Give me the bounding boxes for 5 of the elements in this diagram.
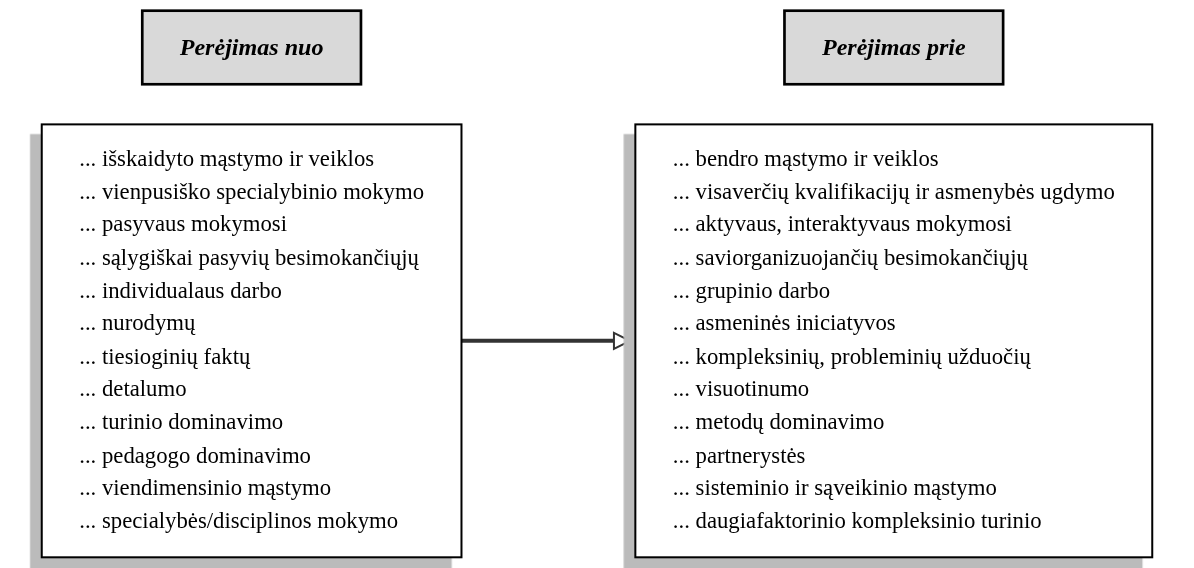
node-box: Perėjimas prie [783, 9, 1005, 86]
arrow [461, 331, 631, 350]
node-box: Perėjimas nuo [140, 9, 363, 86]
node-box: ... bendro mąstymo ir veiklos ... visaverčių kvalifikacijų ir asmenybės ugdymo ... aktyvaus, interaktyvaus mokymosi ... saviorganizuojančių besimokančiųjų ... grupinio darbo ... asmeninės iniciatyvos ... kompleksinių, probleminių užduočių ... visuotinumo ... metodų dominavimo ... partnerystės ... sisteminio ir sąveikinio mąstymo ... daugiafaktorinio kompleksinio turinio [634, 123, 1154, 559]
node-box: ... išskaidyto mąstymo ir veiklos ... vienpusiško specialybinio mokymo ... pasyvaus mokymosi ... sąlygiškai pasyvių besimokančiųjų ... individualaus darbo ... nurodymų ... tiesioginių faktų ... detalumo ... turinio dominavimo ... pedagogo dominavimo ... viendimensinio mąstymo ... specialybės/disciplinos mokymo [40, 123, 463, 559]
